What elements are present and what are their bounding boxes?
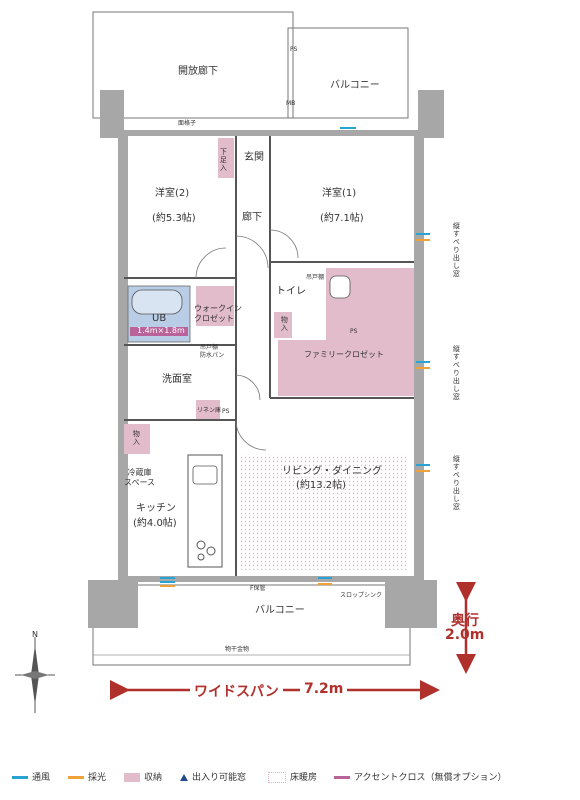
window-swatch — [180, 774, 188, 781]
floor-heating-swatch — [268, 772, 286, 783]
washer-pan-label: 防水パン — [200, 352, 225, 359]
bedroom1-label: 洋室(1) — [322, 188, 357, 199]
legend-storage-text: 収納 — [144, 773, 163, 783]
span-label: ワイドスパン — [190, 681, 283, 701]
legend: 通風 採光 収納 出入り可能窓 床暖房 アクセントクロス（無償オプション） — [0, 762, 580, 788]
shoe-box-label: 下足入 — [219, 148, 228, 172]
ps-tag-1: PS — [290, 46, 298, 53]
accent-swatch — [334, 776, 350, 779]
depth-label: 奥行 — [451, 613, 479, 629]
ventilation-swatch — [12, 776, 28, 779]
window-tag-b: 縦すべり出し窓 — [452, 345, 461, 401]
window-tag-c: 縦すべり出し窓 — [452, 455, 461, 511]
kitchen-label: キッチン — [136, 503, 176, 514]
mb-tag: MB — [286, 100, 296, 107]
ub-size-label: 1.4m×1.8m — [137, 326, 185, 335]
compass-rose — [15, 637, 55, 713]
legend-floor-heating: 床暖房 — [268, 770, 317, 783]
hanging-shelf2-label: 吊戸棚 — [306, 274, 325, 281]
balcony-bottom-label: バルコニー — [255, 605, 305, 616]
hanging-shelf-label: 吊戸棚 — [200, 344, 219, 351]
legend-daylight: 採光 — [68, 770, 106, 783]
compass-north: N — [32, 630, 38, 639]
corridor-label: 開放廊下 — [178, 66, 218, 77]
ps-tag-2: PS — [350, 328, 358, 335]
window-tag-a: 縦すべり出し窓 — [452, 222, 461, 278]
bedroom2-area: (約5.3帖) — [152, 213, 196, 224]
kitchen-counter — [187, 454, 223, 568]
floor-heating-area — [238, 454, 408, 570]
legend-storage: 収納 — [124, 770, 162, 783]
hallway-label: 廊下 — [242, 212, 262, 223]
legend-ventilation: 通風 — [12, 770, 50, 783]
storage-swatch — [124, 773, 140, 782]
legend-accent: アクセントクロス（無償オプション） — [334, 770, 507, 783]
slop-sink-tag: スロップシンク — [340, 592, 383, 599]
legend-window-text: 出入り可能窓 — [192, 773, 247, 783]
ventilation-markers — [160, 127, 430, 587]
ps-tag-3: PS — [222, 408, 230, 415]
family-closet-label: ファミリークロゼット — [304, 350, 384, 359]
storage-label: 物入 — [132, 430, 141, 446]
linen-label: リネン庫 — [197, 407, 222, 414]
living-area-label: (約13.2帖) — [296, 480, 347, 491]
bedroom2-label: 洋室(2) — [155, 188, 190, 199]
balcony-top-label: バルコニー — [330, 80, 380, 91]
interior-walls — [124, 136, 414, 576]
walkin-closet-label: ウォークイン クロゼット — [194, 304, 242, 323]
fridge-space-label: 冷蔵庫 スペース — [124, 468, 156, 487]
bedroom1-area: (約7.1帖) — [320, 213, 364, 224]
depth-value: 2.0m — [445, 627, 485, 643]
exterior-walls — [88, 90, 444, 628]
legend-accent-text: アクセントクロス（無償オプション） — [354, 773, 507, 783]
f-socket-tag: F保管 — [250, 585, 266, 592]
legend-daylight-text: 採光 — [88, 773, 107, 783]
daylight-swatch — [68, 776, 84, 779]
storage2-label: 物入 — [280, 316, 289, 332]
entrance-label: 玄関 — [244, 152, 264, 163]
legend-window: 出入り可能窓 — [180, 770, 246, 783]
faceplate-tag: 面格子 — [178, 120, 197, 127]
legend-floor-heating-text: 床暖房 — [290, 773, 318, 783]
clothes-rack-tag: 物干金物 — [225, 646, 250, 653]
toilet-label: トイレ — [276, 286, 306, 297]
span-value: 7.2m — [300, 681, 348, 697]
kitchen-area-label: (約4.0帖) — [133, 518, 177, 529]
washroom-label: 洗面室 — [162, 374, 192, 385]
ub-label: UB — [152, 313, 167, 324]
living-label: リビング・ダイニング — [282, 466, 382, 477]
legend-ventilation-text: 通風 — [32, 773, 51, 783]
